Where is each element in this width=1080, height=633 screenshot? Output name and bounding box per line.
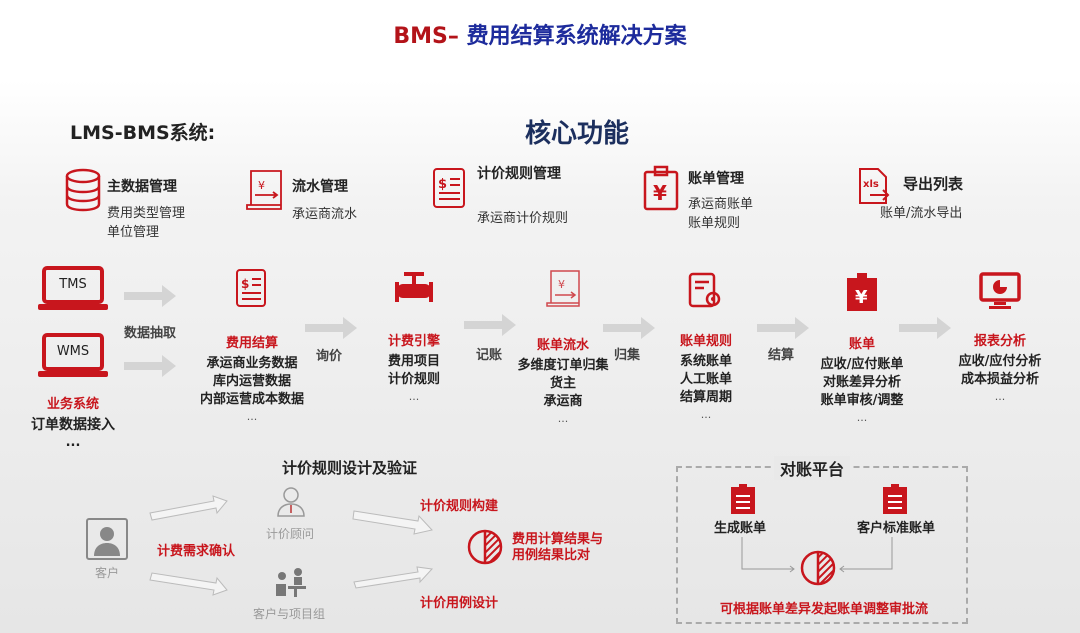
customer-standard-bill-label: 客户标准账单 — [857, 521, 936, 536]
flow-arrow — [124, 355, 176, 377]
feature-line: 账单/流水导出 — [880, 206, 963, 221]
laptop-icon — [38, 333, 108, 377]
pricing-title: 计价规则设计及验证 — [282, 459, 418, 477]
flow-label: 结算 — [768, 348, 795, 363]
bill-icon — [731, 484, 755, 514]
connector-lines — [741, 537, 893, 573]
feature-line: 承运商流水 — [292, 207, 358, 222]
bill-icon — [883, 484, 907, 514]
outline-arrow — [149, 495, 228, 521]
feature-lines: 费用类型管理单位管理 — [107, 206, 186, 240]
feature-line: 承运商计价规则 — [477, 211, 569, 226]
feature-title: 主数据管理 — [107, 179, 177, 195]
flow-label: 归集 — [614, 348, 641, 363]
flow-label: 数据抽取 — [124, 326, 177, 341]
scroll-yen-icon: ¥ — [546, 270, 580, 307]
svg-text:$: $ — [241, 277, 249, 291]
requirement-confirm-label: 计费需求确认 — [157, 544, 236, 559]
consultant-label: 计价顾问 — [266, 527, 315, 541]
stage-bill: 账单应收/应付账单对账差异分析账单审核/调整... — [820, 337, 904, 424]
customer-avatar-icon — [86, 518, 128, 560]
feature-title: 流水管理 — [292, 179, 348, 195]
feature-title: 账单管理 — [688, 171, 744, 187]
flow-label: 记账 — [476, 348, 503, 363]
monitor-chart-icon — [979, 272, 1021, 309]
svg-text:¥: ¥ — [653, 181, 667, 205]
source-system: 业务系统 订单数据接入 ... — [31, 397, 115, 450]
outline-arrow — [352, 510, 433, 535]
dollar-doc-icon: $ — [433, 168, 465, 208]
customer-label: 客户 — [95, 566, 120, 580]
compare-circle-icon — [800, 550, 836, 586]
stage-report-analysis: 报表分析应收/应付分析成本损益分析... — [958, 334, 1042, 403]
recon-note: 可根据账单差异发起账单调整审批流 — [720, 602, 929, 617]
wms-label: WMS — [56, 344, 90, 359]
flow-arrow — [124, 285, 176, 307]
compare-label: 费用计算结果与用例结果比对 — [512, 532, 604, 563]
stage-bill-flow: 账单流水多维度订单归集货主承运商... — [517, 338, 609, 425]
xls-export-icon: xls — [859, 168, 890, 204]
team-label: 客户与项目组 — [253, 607, 326, 621]
scroll-yen-icon: ¥ — [246, 170, 282, 210]
svg-text:¥: ¥ — [258, 179, 265, 192]
flow-label: 询价 — [316, 349, 343, 364]
dollar-doc-icon: $ — [236, 269, 266, 307]
svg-text:$: $ — [438, 177, 447, 192]
core-title: 核心功能 — [525, 119, 630, 149]
clipboard-yen-icon: ¥ — [847, 273, 877, 311]
generated-bill-label: 生成账单 — [714, 521, 767, 536]
svg-text:xls: xls — [863, 179, 879, 190]
system-label: LMS-BMS系统: — [70, 122, 216, 144]
stage-bill-rules: 账单规则系统账单人工账单结算周期... — [679, 334, 732, 421]
clipboard-yen-icon: ¥ — [643, 165, 679, 211]
compare-circle-icon — [467, 529, 503, 565]
database-icon — [65, 168, 101, 212]
feature-title: 导出列表 — [903, 175, 964, 193]
team-meeting-icon — [276, 568, 306, 597]
stage-billing-engine: 计费引擎费用项目计价规则... — [387, 334, 440, 403]
recon-title: 对账平台 — [774, 456, 851, 480]
svg-text:¥: ¥ — [558, 278, 565, 291]
feature-title: 计价规则管理 — [477, 166, 561, 182]
case-design-label: 计价用例设计 — [420, 596, 499, 611]
stage-fee-settlement: 费用结算承运商业务数据库内运营数据内部运营成本数据... — [199, 336, 304, 423]
feature-lines: 承运商账单账单规则 — [688, 197, 754, 231]
page-title: BMS– 费用结算系统解决方案 — [393, 24, 687, 49]
tms-label: TMS — [59, 277, 87, 292]
doc-gear-icon — [688, 272, 721, 308]
outline-arrow — [353, 566, 434, 589]
svg-text:¥: ¥ — [855, 287, 868, 308]
laptop-icon — [38, 266, 108, 310]
valve-icon — [395, 272, 433, 302]
rule-build-label: 计价规则构建 — [420, 499, 499, 514]
outline-arrow — [149, 572, 228, 596]
consultant-icon — [277, 487, 305, 517]
